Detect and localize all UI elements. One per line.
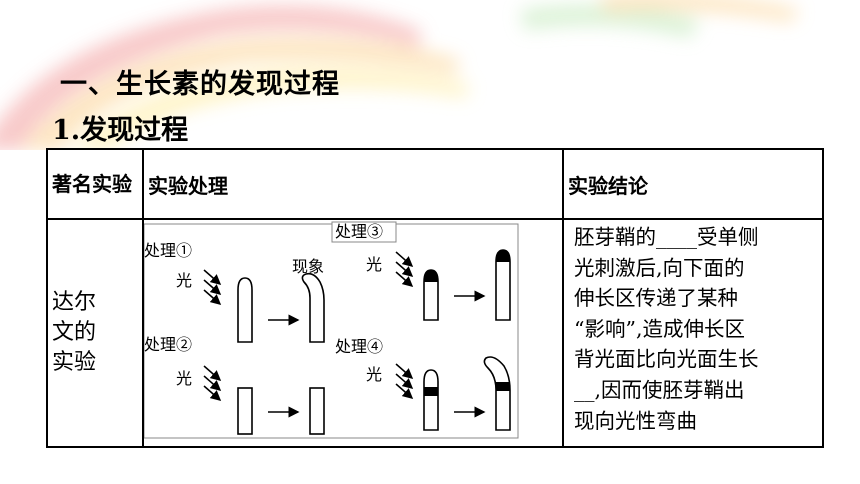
conclusion-line: 伸长区传递了某种 (574, 286, 738, 311)
tip-cap (424, 270, 438, 282)
header-experiment-conclusion: 实验结论 (562, 148, 824, 220)
table-row: 达尔 文的 实验 处理① 处理② 处理③ 处理④ 现象 (46, 218, 824, 448)
coleoptile-bent-2 (483, 356, 511, 431)
coleoptile-bent (301, 272, 325, 343)
darwin-experiment-diagram: 处理① 处理② 处理③ 处理④ 现象 光 光 光 光 (144, 221, 519, 439)
conclusion-line: “影响”,造成伸长区 (574, 316, 745, 341)
label-box-p3 (331, 221, 397, 243)
label-p1: 处理① (144, 241, 192, 260)
experiment-name-line: 实验 (52, 350, 97, 375)
conclusion-line: 胚芽鞘的____受单侧 (574, 225, 759, 249)
conclusion-line: __,因而使胚芽鞘出 (574, 377, 745, 402)
coleoptile-intact (237, 277, 253, 343)
coleoptile-decapitated (237, 387, 253, 435)
label-phenomenon: 现象 (292, 257, 324, 276)
label-light-2: 光 (176, 369, 192, 388)
experiment-diagram-cell: 处理① 处理② 处理③ 处理④ 现象 光 光 光 光 (142, 218, 564, 448)
experiment-name-line: 达尔 (52, 290, 97, 315)
sleeve-band (496, 382, 510, 391)
label-p2: 处理② (144, 335, 192, 354)
conclusion-line: 光刺激后,向下面的 (574, 255, 745, 280)
experiment-name: 达尔 文的 实验 (46, 218, 144, 448)
background-swirl (0, 0, 800, 150)
label-box-p4 (332, 338, 398, 358)
light-arrows-icon (395, 251, 414, 287)
tip-cap (496, 250, 510, 262)
section-title: 一、生长素的发现过程 (60, 69, 340, 100)
experiment-name-line: 文的 (52, 320, 97, 345)
light-arrows-icon (395, 363, 414, 399)
light-arrows-icon (203, 269, 222, 305)
diagram-frame (144, 223, 519, 439)
header-experiment-treatment: 实验处理 (142, 148, 564, 220)
label-p3: 处理③ (335, 222, 383, 241)
conclusion-line: 背光面比向光面生长 (574, 347, 759, 372)
subtitle: 1.发现过程 (52, 115, 189, 146)
table-header-row: 著名实验 实验处理 实验结论 (46, 148, 824, 220)
header-famous-experiment: 著名实验 (46, 148, 144, 220)
label-light-4: 光 (366, 365, 382, 384)
coleoptile-decapitated-result (309, 387, 325, 435)
label-light-1: 光 (176, 271, 192, 290)
experiment-conclusion: 胚芽鞘的____受单侧 光刺激后,向下面的 伸长区传递了某种 “影响”,造成伸长… (562, 218, 824, 448)
coleoptile-base-covered (423, 369, 439, 431)
conclusion-line: 现向光性弯曲 (574, 408, 697, 433)
light-arrows-icon (203, 365, 222, 401)
label-light-3: 光 (366, 255, 382, 274)
label-p4: 处理④ (335, 337, 383, 356)
sleeve-band (424, 387, 438, 396)
experiment-table: 著名实验 实验处理 实验结论 达尔 文的 实验 处理① 处理② (46, 148, 824, 448)
